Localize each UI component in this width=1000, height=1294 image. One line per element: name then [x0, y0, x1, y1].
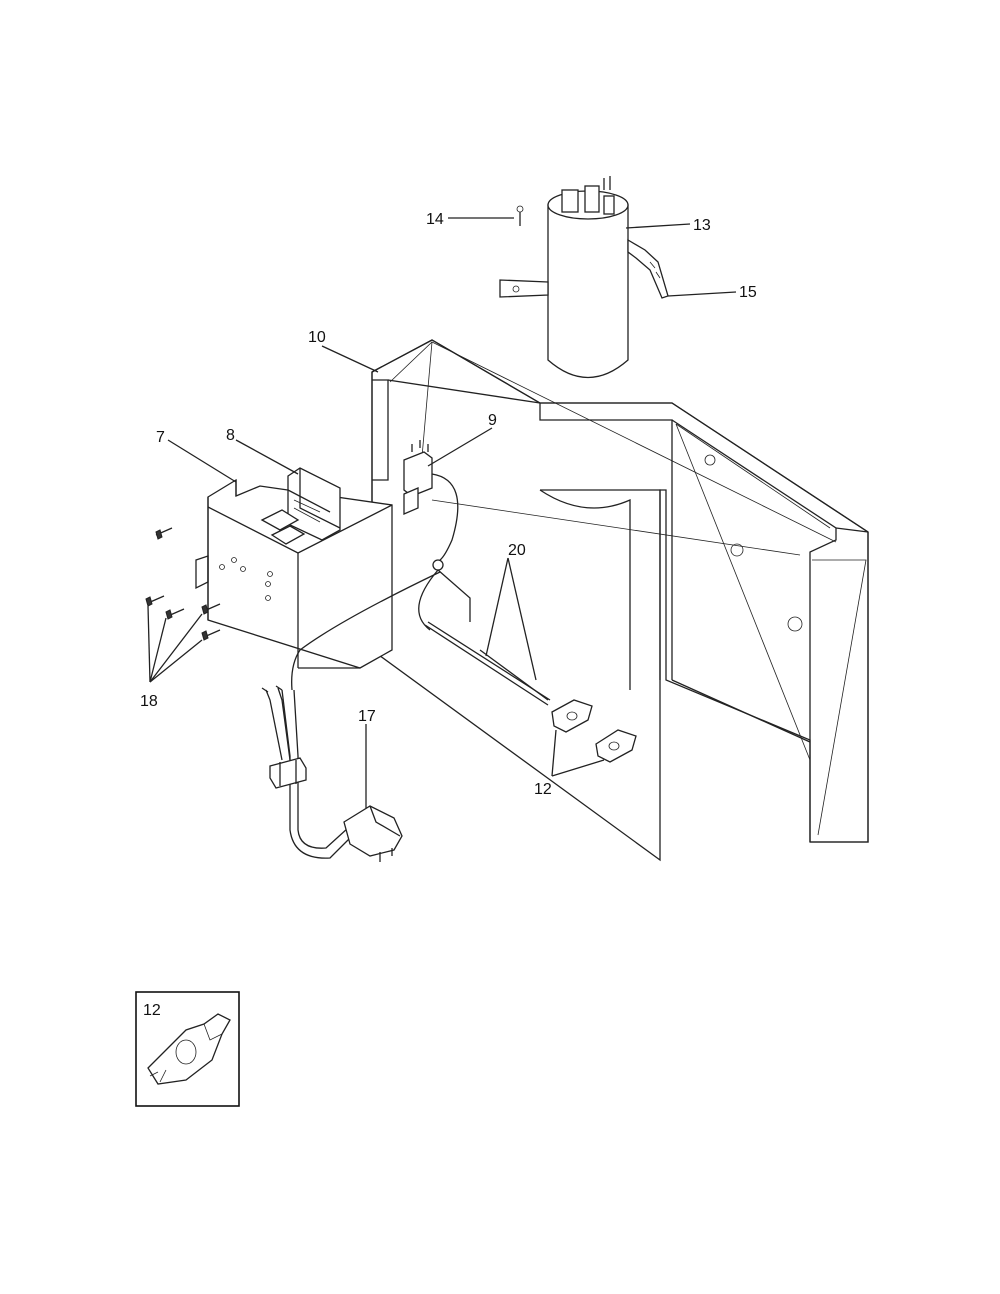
thermostat-sensor [418, 559, 551, 706]
screw-14 [516, 205, 524, 226]
callout-20: 20 [508, 542, 526, 559]
power-cord [261, 571, 441, 862]
inset-label: 12 [143, 1002, 161, 1019]
inset-detail-box: 12 [135, 991, 240, 1107]
terminal-block [403, 440, 459, 561]
callout-13: 13 [693, 217, 711, 234]
control-cover-panel [371, 339, 869, 862]
callout-17: 17 [358, 708, 376, 725]
callout-15: 15 [739, 284, 757, 301]
capacitor-strap [499, 238, 669, 299]
callout-12: 12 [534, 781, 552, 798]
leader-lines [147, 217, 737, 808]
callout-7: 7 [156, 429, 165, 446]
callout-9: 9 [488, 412, 497, 429]
sensor-clip-2 [595, 729, 637, 763]
callout-14: 14 [426, 211, 444, 228]
inset-clip-drawing [147, 1013, 231, 1085]
callout-labels: 14 13 15 10 9 7 8 20 18 17 12 [140, 211, 757, 798]
bracket-screws [145, 527, 221, 641]
sensor-clip-1 [551, 699, 593, 733]
capacitor [547, 176, 629, 379]
callout-8: 8 [226, 427, 235, 444]
callout-10: 10 [308, 329, 326, 346]
callout-18: 18 [140, 693, 158, 710]
relay [260, 467, 341, 545]
